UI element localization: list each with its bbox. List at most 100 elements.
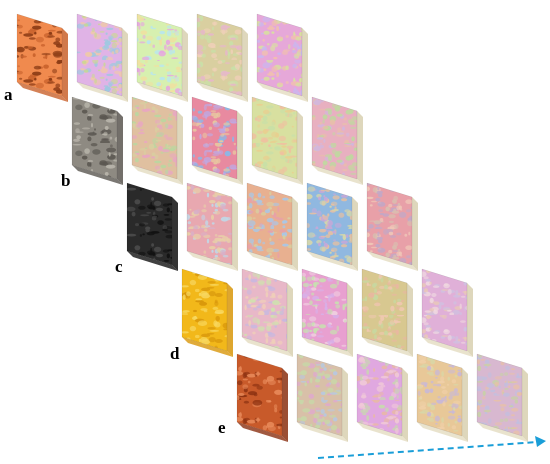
tile-edge — [407, 283, 413, 357]
tile-edge — [247, 251, 298, 271]
row-label-a: a — [4, 85, 13, 104]
tile-edge — [62, 28, 68, 102]
tile-edge — [282, 368, 288, 442]
tiles-layer — [16, 13, 528, 442]
source-image-d — [181, 268, 233, 357]
tile-face — [136, 13, 183, 97]
tile-face — [246, 182, 293, 266]
tile-face — [356, 353, 403, 437]
tile-edge — [307, 251, 358, 271]
tile-edge — [137, 82, 188, 102]
source-image-e — [236, 353, 288, 442]
tile-edge — [362, 337, 413, 357]
feature-map-a-2 — [136, 13, 188, 102]
feature-map-e-4 — [476, 353, 528, 442]
tile-face — [311, 96, 358, 180]
tile-edge — [417, 422, 468, 442]
feature-map-c-4 — [366, 182, 418, 271]
feature-map-d-1 — [241, 268, 293, 357]
feature-map-d-3 — [361, 268, 413, 357]
tile-edge — [287, 283, 293, 357]
tile-edge — [192, 165, 243, 185]
tile-edge — [182, 337, 233, 357]
tile-face — [186, 182, 233, 266]
feature-map-e-3 — [416, 353, 468, 442]
tile-edge — [462, 368, 468, 442]
tile-edge — [402, 368, 408, 442]
tile-edge — [117, 111, 123, 185]
tile-edge — [172, 197, 178, 271]
tile-edge — [312, 165, 363, 185]
tile-face — [126, 182, 173, 266]
source-image-b — [71, 96, 123, 185]
tile-edge — [302, 337, 353, 357]
tile-edge — [412, 197, 418, 271]
tile-face — [306, 182, 353, 266]
tile-edge — [17, 82, 68, 102]
tile-face — [181, 268, 228, 352]
row-label-b: b — [61, 171, 71, 190]
tile-edge — [422, 337, 473, 357]
feature-map-a-1 — [76, 13, 128, 102]
tile-face — [296, 353, 343, 437]
tile-face — [131, 96, 178, 180]
source-image-c — [126, 182, 178, 271]
tile-face — [71, 96, 118, 180]
feature-map-e-2 — [356, 353, 408, 442]
tile-edge — [357, 422, 408, 442]
tile-edge — [122, 28, 128, 102]
tile-edge — [342, 368, 348, 442]
tile-face — [256, 13, 303, 97]
tile-edge — [477, 422, 528, 442]
feature-map-c-3 — [306, 182, 358, 271]
tile-face — [236, 353, 283, 437]
tile-face — [191, 96, 238, 180]
tile-face — [476, 353, 523, 437]
tile-edge — [197, 82, 248, 102]
source-image-a — [16, 13, 68, 102]
tile-edge — [367, 251, 418, 271]
tile-edge — [227, 283, 233, 357]
feature-map-d-2 — [301, 268, 353, 357]
tile-edge — [467, 283, 473, 357]
tile-edge — [252, 165, 303, 185]
tile-edge — [347, 283, 353, 357]
tile-edge — [127, 251, 178, 271]
tile-edge — [297, 422, 348, 442]
tile-edge — [292, 197, 298, 271]
tile-edge — [187, 251, 238, 271]
tile-face — [76, 13, 123, 97]
feature-map-d-4 — [421, 268, 473, 357]
tile-face — [366, 182, 413, 266]
tile-face — [241, 268, 288, 352]
tile-edge — [242, 337, 293, 357]
row-label-c: c — [115, 257, 123, 276]
tile-edge — [182, 28, 188, 102]
feature-map-a-4 — [256, 13, 308, 102]
feature-map-b-3 — [251, 96, 303, 185]
tile-edge — [237, 422, 288, 442]
tile-edge — [77, 82, 128, 102]
tile-edge — [302, 28, 308, 102]
feature-map-b-4 — [311, 96, 363, 185]
feature-map-c-2 — [246, 182, 298, 271]
tile-edge — [352, 197, 358, 271]
tile-face — [251, 96, 298, 180]
tile-edge — [177, 111, 183, 185]
tile-face — [301, 268, 348, 352]
tile-edge — [257, 82, 308, 102]
tile-face — [421, 268, 468, 352]
tile-edge — [522, 368, 528, 442]
feature-map-a-3 — [196, 13, 248, 102]
tile-edge — [132, 165, 183, 185]
row-label-d: d — [170, 344, 180, 363]
tile-edge — [232, 197, 238, 271]
row-label-e: e — [218, 418, 226, 437]
tile-edge — [72, 165, 123, 185]
arrow-line — [317, 441, 538, 459]
tile-face — [196, 13, 243, 97]
feature-map-b-1 — [131, 96, 183, 185]
tile-edge — [297, 111, 303, 185]
tile-edge — [242, 28, 248, 102]
